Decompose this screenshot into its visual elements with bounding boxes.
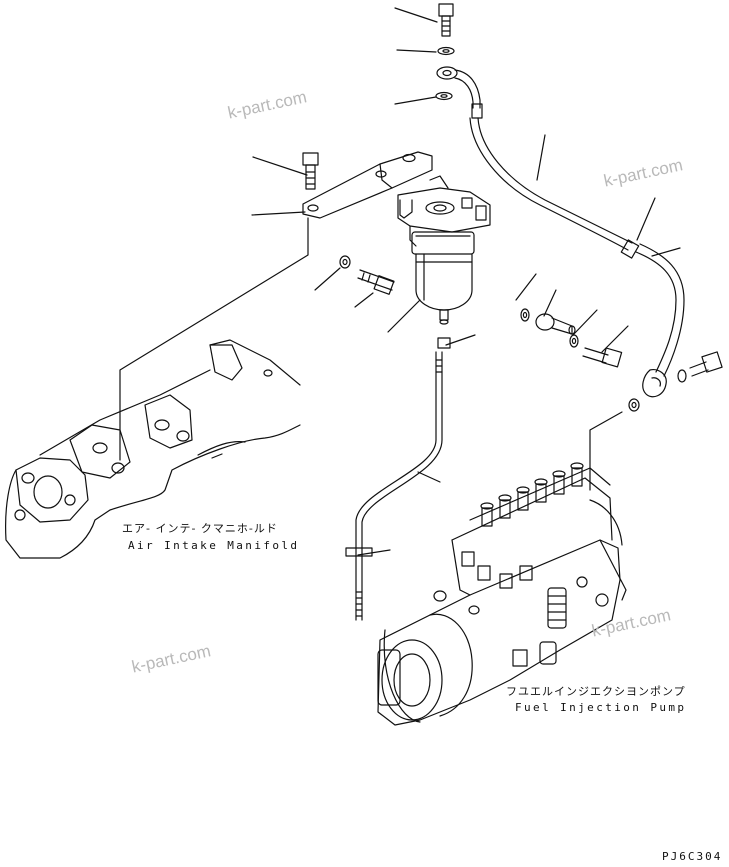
pump-side-ports	[433, 551, 609, 615]
drain-hose	[345, 337, 451, 621]
label-air-intake-jp: エア- インテ- クマニホ-ルド	[122, 522, 278, 535]
washer-7	[628, 398, 640, 412]
drawing-code: PJ6C304	[662, 850, 723, 863]
mounting-bracket	[302, 151, 433, 219]
filter-bolt	[357, 269, 395, 295]
washer-3	[339, 255, 351, 269]
air-intake-manifold	[5, 339, 301, 559]
filter-head-bracket	[399, 175, 449, 219]
fuel-hose-upper	[454, 69, 685, 398]
label-fuel-pump-jp: フユエルインジエクシヨンポンプ	[506, 685, 686, 698]
washer-4	[520, 308, 530, 322]
leader-lines	[119, 7, 681, 556]
elbow-fitting	[535, 313, 576, 335]
side-bolt	[582, 347, 623, 368]
washer-2	[435, 91, 453, 101]
label-air-intake-en: Air Intake Manifold	[128, 539, 300, 552]
banjo-bolt-top	[438, 3, 454, 37]
label-fuel-pump-en: Fuel Injection Pump	[515, 701, 687, 714]
bracket-bolt	[302, 152, 319, 190]
banjo-fitting-top	[436, 66, 458, 80]
washer-6	[677, 369, 687, 383]
fuel-injection-pump	[377, 462, 627, 726]
washer-5	[569, 334, 579, 348]
hose-end-bolt	[689, 351, 723, 377]
pump-delivery-valves	[480, 462, 584, 527]
washer-1	[437, 46, 455, 56]
fuel-filter	[397, 187, 491, 325]
